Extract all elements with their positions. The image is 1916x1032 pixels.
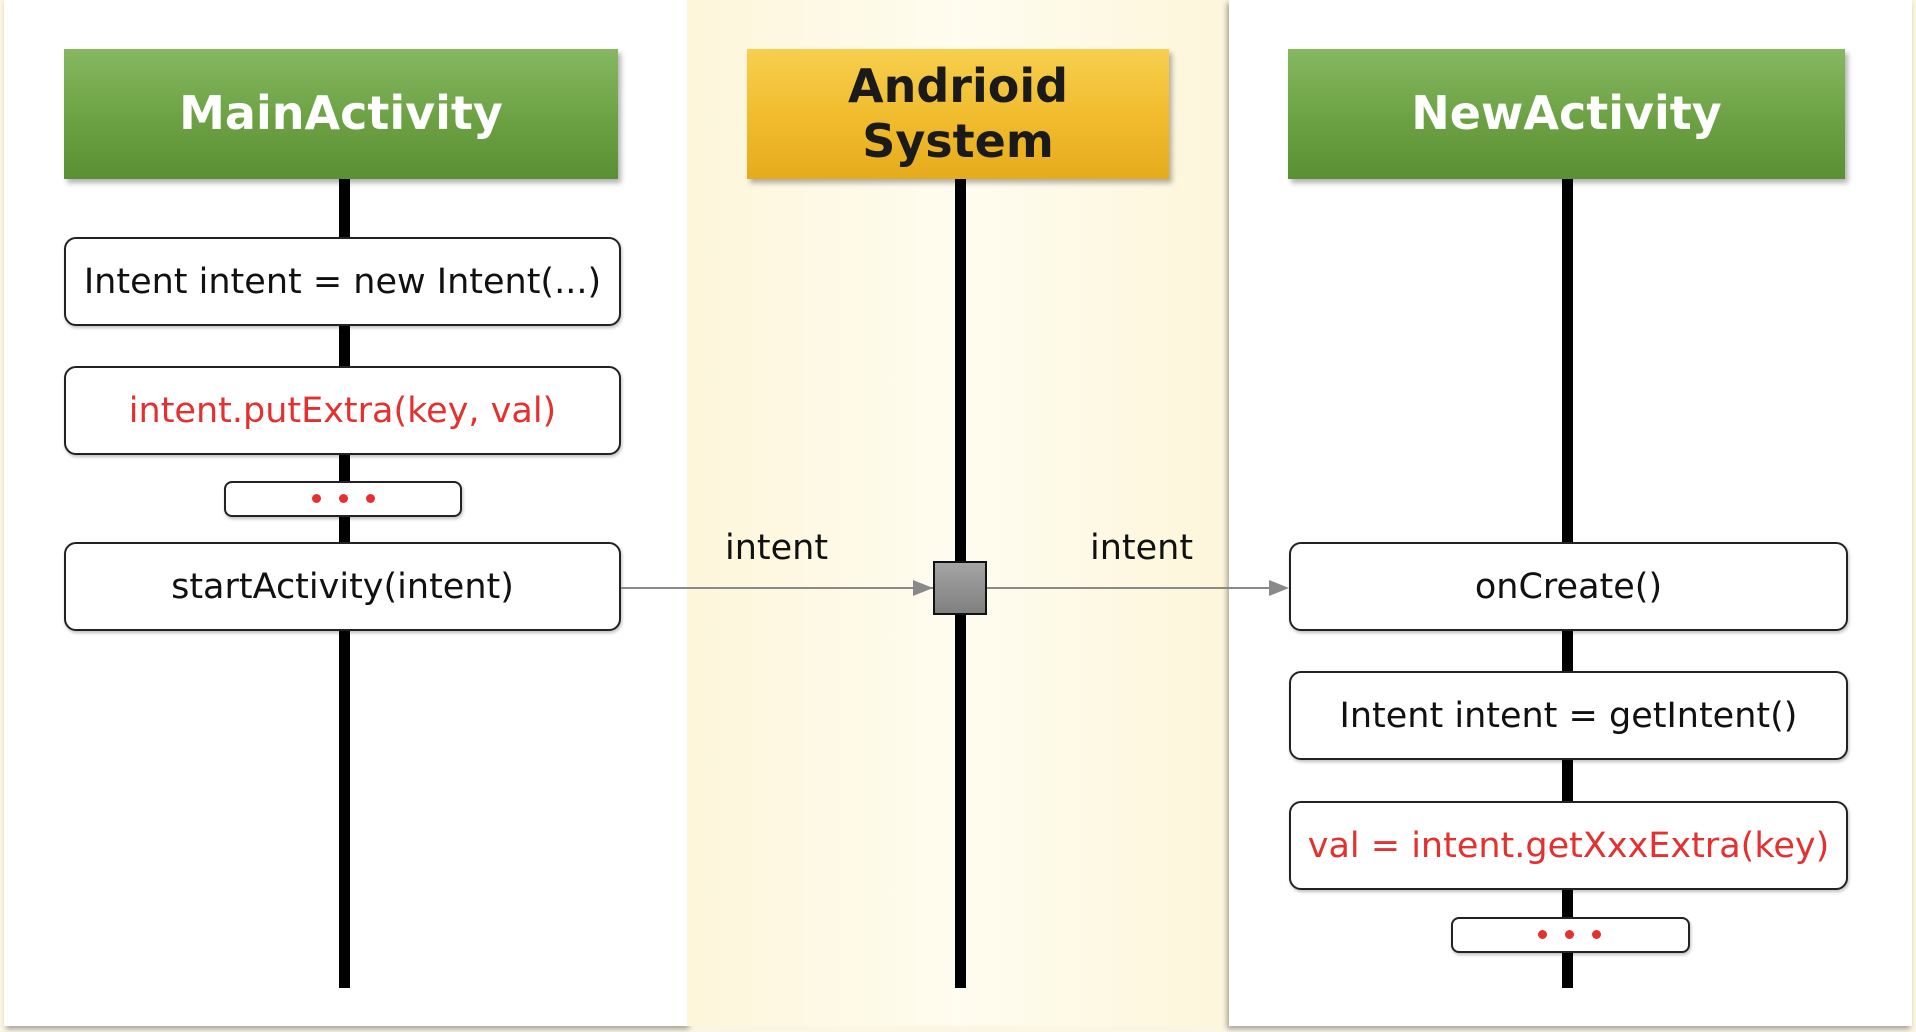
get-extra-step: val = intent.getXxxExtra(key): [1289, 801, 1848, 890]
new-activity-title: NewActivity: [1411, 86, 1722, 141]
android-system-title-line2: System: [862, 114, 1054, 168]
new-activity-ellipsis-step: [1451, 917, 1690, 953]
main-activity-ellipsis-step: [224, 481, 462, 517]
new-activity-header: NewActivity: [1288, 49, 1845, 179]
get-extra-text: val = intent.getXxxExtra(key): [1307, 825, 1830, 866]
ellipsis-dot: [1538, 930, 1547, 939]
main-activity-header: MainActivity: [64, 49, 618, 179]
system-to-new-arrow: [987, 587, 1271, 589]
main-to-system-arrowhead: [913, 580, 933, 596]
main-to-system-arrow: [621, 587, 933, 589]
put-extra-step: intent.putExtra(key, val): [64, 366, 621, 455]
ellipsis-dot: [1592, 930, 1601, 939]
start-activity-step: startActivity(intent): [64, 542, 621, 631]
main-to-system-label: intent: [725, 528, 829, 568]
create-intent-step: Intent intent = new Intent(...): [64, 237, 621, 326]
system-to-new-arrowhead: [1269, 580, 1289, 596]
get-intent-step: Intent intent = getIntent(): [1289, 671, 1848, 760]
get-intent-text: Intent intent = getIntent(): [1339, 695, 1798, 736]
start-activity-text: startActivity(intent): [171, 566, 514, 607]
system-to-new-label: intent: [1090, 528, 1194, 568]
android-system-title-line1: Andrioid: [847, 58, 1069, 113]
ellipsis-dot: [366, 494, 375, 503]
ellipsis-dot: [312, 494, 321, 503]
ellipsis-dot: [1565, 930, 1574, 939]
on-create-text: onCreate(): [1474, 566, 1663, 607]
ellipsis-dot: [339, 494, 348, 503]
create-intent-text: Intent intent = new Intent(...): [83, 261, 602, 302]
put-extra-text: intent.putExtra(key, val): [128, 390, 557, 431]
system-dispatch-node: [933, 561, 987, 615]
on-create-step: onCreate(): [1289, 542, 1848, 631]
main-activity-title: MainActivity: [179, 86, 503, 141]
android-system-header: Andrioid System: [747, 49, 1169, 179]
